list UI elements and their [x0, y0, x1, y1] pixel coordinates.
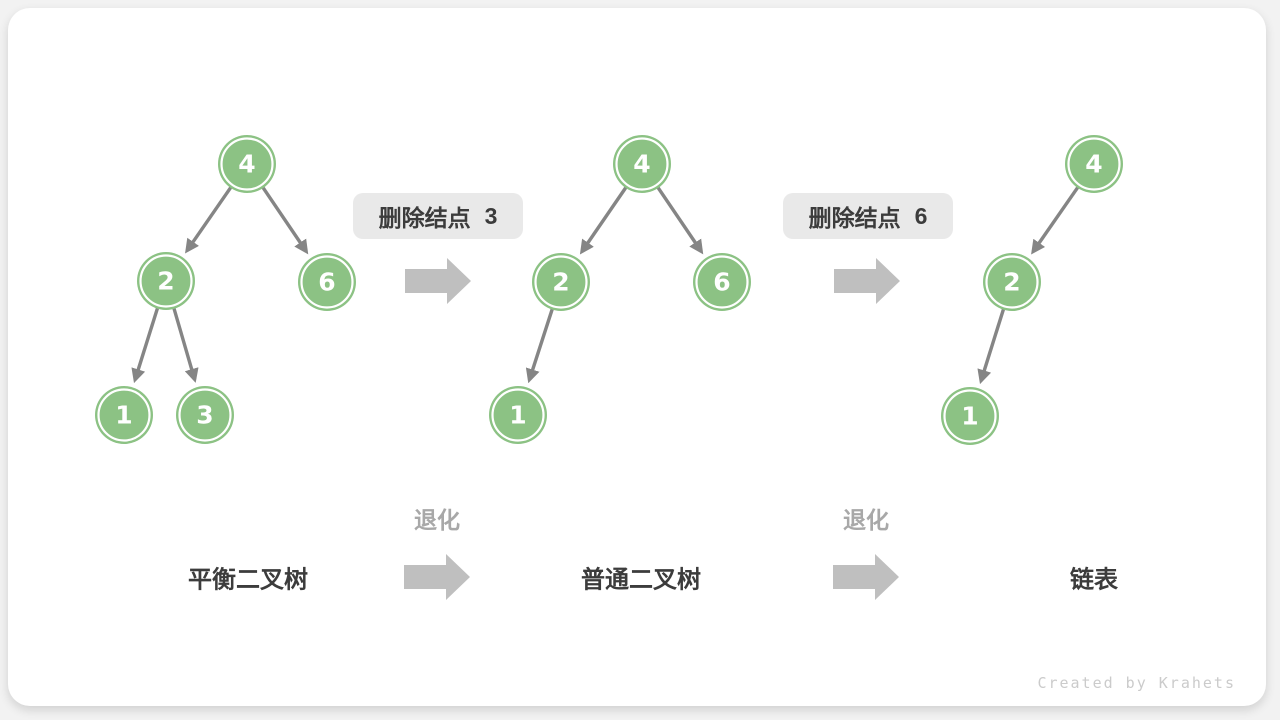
tree-edge-arrow — [655, 185, 704, 255]
delete-node-6-badge: 删除结点 6 — [783, 193, 953, 239]
delete-node-3-badge: 删除结点 3 — [353, 193, 523, 239]
tree-node-value: 4 — [238, 150, 255, 179]
tree-edge-arrow — [185, 185, 234, 254]
tree-edge-arrow — [525, 307, 555, 384]
binary-tree: 4 2 1 — [941, 135, 1123, 445]
tree-edge-arrow — [1031, 185, 1080, 255]
badge-target-value: 3 — [484, 202, 498, 229]
badge-action-label: 删除结点 — [808, 205, 901, 231]
tree-edge-arrow — [260, 185, 309, 255]
tree-node-2: 2 — [137, 252, 195, 310]
tree-edge-arrow — [977, 307, 1006, 385]
diagram-card — [8, 8, 1266, 706]
badge-action-label: 删除结点 — [378, 205, 471, 231]
tree-node-value: 3 — [196, 401, 213, 430]
right-block-arrow-icon — [833, 554, 899, 600]
tree-name-balanced-binary-tree: 平衡二叉树 — [188, 566, 308, 594]
tree-node-3: 3 — [176, 386, 234, 444]
tree-node-6: 6 — [298, 253, 356, 311]
tree-edge-arrow — [131, 306, 160, 384]
tree-node-value: 6 — [713, 268, 730, 297]
tree-node-value: 1 — [961, 402, 978, 431]
tree-node-value: 6 — [318, 268, 335, 297]
tree-name-linked-list: 链表 — [1070, 566, 1118, 594]
tree-node-2: 2 — [532, 253, 590, 311]
tree-node-value: 2 — [157, 267, 174, 296]
tree-node-4: 4 — [1065, 135, 1123, 193]
tree-node-6: 6 — [693, 253, 751, 311]
tree-node-2: 2 — [983, 253, 1041, 311]
tree-name-ordinary-binary-tree: 普通二叉树 — [581, 566, 701, 594]
credit-text: Created by Krahets — [1037, 674, 1236, 692]
tree-node-1: 1 — [489, 386, 547, 444]
tree-node-value: 4 — [1085, 150, 1102, 179]
binary-tree: 4 2 6 1 — [489, 135, 751, 444]
badge-target-value: 6 — [914, 202, 928, 229]
tree-node-value: 2 — [1003, 268, 1020, 297]
tree-edge-arrow — [579, 185, 629, 255]
tree-node-value: 1 — [509, 401, 526, 430]
tree-node-4: 4 — [613, 135, 671, 193]
right-block-arrow-icon — [405, 258, 471, 304]
tree-node-1: 1 — [941, 387, 999, 445]
tree-node-value: 4 — [633, 150, 650, 179]
degenerate-label: 退化 — [414, 507, 460, 533]
tree-node-value: 1 — [115, 401, 132, 430]
degenerate-label: 退化 — [843, 507, 889, 533]
tree-node-1: 1 — [95, 386, 153, 444]
tree-node-4: 4 — [218, 135, 276, 193]
binary-tree: 4 2 6 1 3 — [95, 135, 356, 444]
right-block-arrow-icon — [834, 258, 900, 304]
tree-edge-arrow — [171, 306, 199, 383]
tree-node-value: 2 — [552, 268, 569, 297]
right-block-arrow-icon — [404, 554, 470, 600]
